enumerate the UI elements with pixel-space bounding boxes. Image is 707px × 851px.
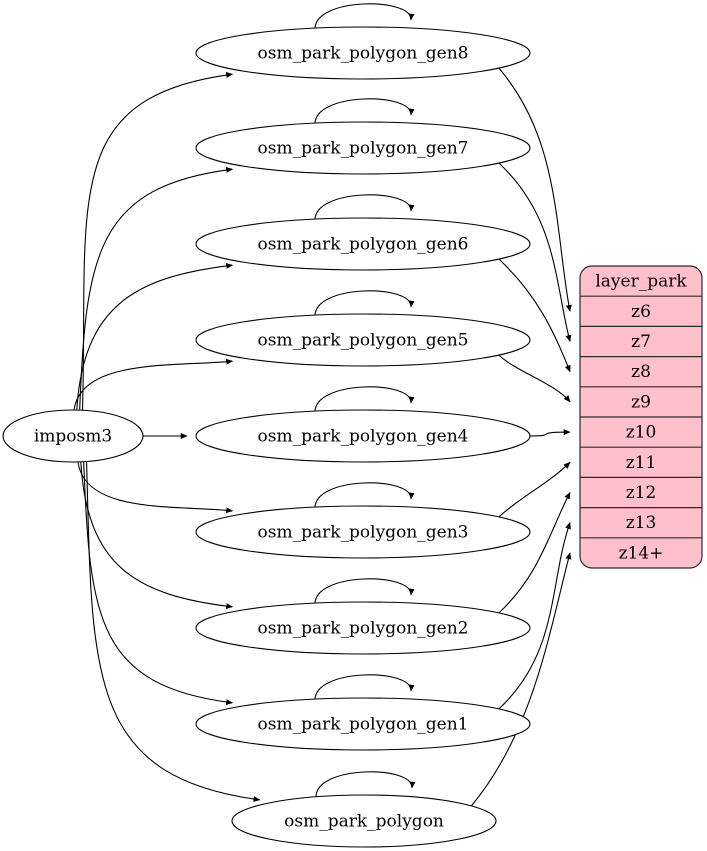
edge-gen8-to-layer-park-row-z6 [498, 67, 572, 312]
self-loop-edge-gen5 [314, 290, 415, 318]
node-gen7-label: osm_park_polygon_gen7 [258, 139, 469, 159]
self-loop-edge-gen2 [314, 578, 415, 606]
node-gen8-label: osm_park_polygon_gen8 [258, 44, 469, 64]
node-gen5-ellipse[interactable] [195, 313, 531, 367]
layer-park-row-z9: z9 [631, 392, 651, 412]
edge-gen2-to-layer-park-row-z12 [498, 492, 571, 614]
self-loop-edge-gen1 [314, 674, 415, 702]
node-gen2-label: osm_park_polygon_gen2 [258, 619, 469, 639]
edge-imposm3-to-gen8 [81, 71, 233, 412]
self-loop-edge-gen3 [314, 482, 415, 510]
self-loop-edge-gen4 [314, 386, 415, 414]
self-loop-edges [314, 3, 416, 799]
edge-imposm3-to-gen5 [73, 358, 233, 412]
edge-gen6-to-layer-park-row-z8 [498, 258, 571, 373]
node-base-label: osm_park_polygon [284, 812, 444, 832]
edge-gen3-to-layer-park-row-z11 [498, 461, 571, 518]
self-loop-edge-gen6 [314, 194, 415, 222]
node-imposm3-ellipse[interactable] [2, 409, 144, 463]
layer-park-row-z8: z8 [631, 362, 651, 382]
self-loop-edge-gen8 [314, 3, 415, 31]
layer-park-row-z14plus: z14+ [619, 543, 664, 563]
node-gen1-ellipse[interactable] [195, 697, 531, 751]
node-gen5-label: osm_park_polygon_gen5 [258, 331, 469, 351]
edge-gen5-to-layer-park-row-z9 [498, 354, 571, 403]
edge-imposm3-to-gen1 [83, 460, 233, 706]
node-gen8-ellipse[interactable] [195, 26, 531, 80]
node-gen4-label: osm_park_polygon_gen4 [258, 427, 469, 447]
layer-park-row-z7: z7 [631, 332, 651, 352]
node-gen6-ellipse[interactable] [195, 217, 531, 271]
edges-to-layer-park [471, 67, 572, 807]
layer-park-record: layer_park z6 z7 z8 z9 z10 z11 z12 z13 z14+ [579, 265, 703, 569]
layer-park-outline [579, 265, 703, 569]
node-imposm3-label: imposm3 [34, 427, 112, 447]
edge-imposm3-to-gen3 [77, 460, 233, 514]
edge-imposm3-to-base [86, 460, 261, 803]
edge-gen1-to-layer-park-row-z13 [498, 522, 571, 710]
self-loop-edge-gen7 [314, 98, 415, 126]
layer-park-row-z6: z6 [631, 302, 651, 322]
layer-park-row-z10: z10 [626, 423, 657, 443]
edge-gen7-to-layer-park-row-z7 [498, 162, 572, 343]
layer-park-header-label: layer_park [595, 272, 687, 292]
node-gen1-label: osm_park_polygon_gen1 [258, 715, 469, 735]
edge-imposm3-to-gen6 [76, 262, 233, 412]
layer-park-row-z13: z13 [626, 513, 657, 533]
node-gen2-ellipse[interactable] [195, 601, 531, 655]
ellipse-nodes: imposm3 osm_park_polygon_gen8 osm_park_pol… [2, 26, 531, 848]
node-gen3-label: osm_park_polygon_gen3 [258, 523, 469, 543]
node-gen7-ellipse[interactable] [195, 121, 531, 175]
layer-park-row-z11: z11 [626, 453, 657, 473]
edge-imposm3-to-gen7 [79, 166, 233, 412]
edges-from-imposm3 [73, 71, 261, 803]
node-gen4-ellipse[interactable] [195, 409, 531, 463]
node-base-ellipse[interactable] [231, 794, 497, 848]
self-loop-edge-base [315, 771, 416, 799]
edge-gen4-to-layer-park-row-z10 [529, 429, 571, 437]
edge-base-to-layer-park-row-z14plus [471, 552, 572, 807]
node-gen6-label: osm_park_polygon_gen6 [258, 235, 469, 255]
layer-park-row-z12: z12 [626, 483, 657, 503]
node-gen3-ellipse[interactable] [195, 505, 531, 559]
